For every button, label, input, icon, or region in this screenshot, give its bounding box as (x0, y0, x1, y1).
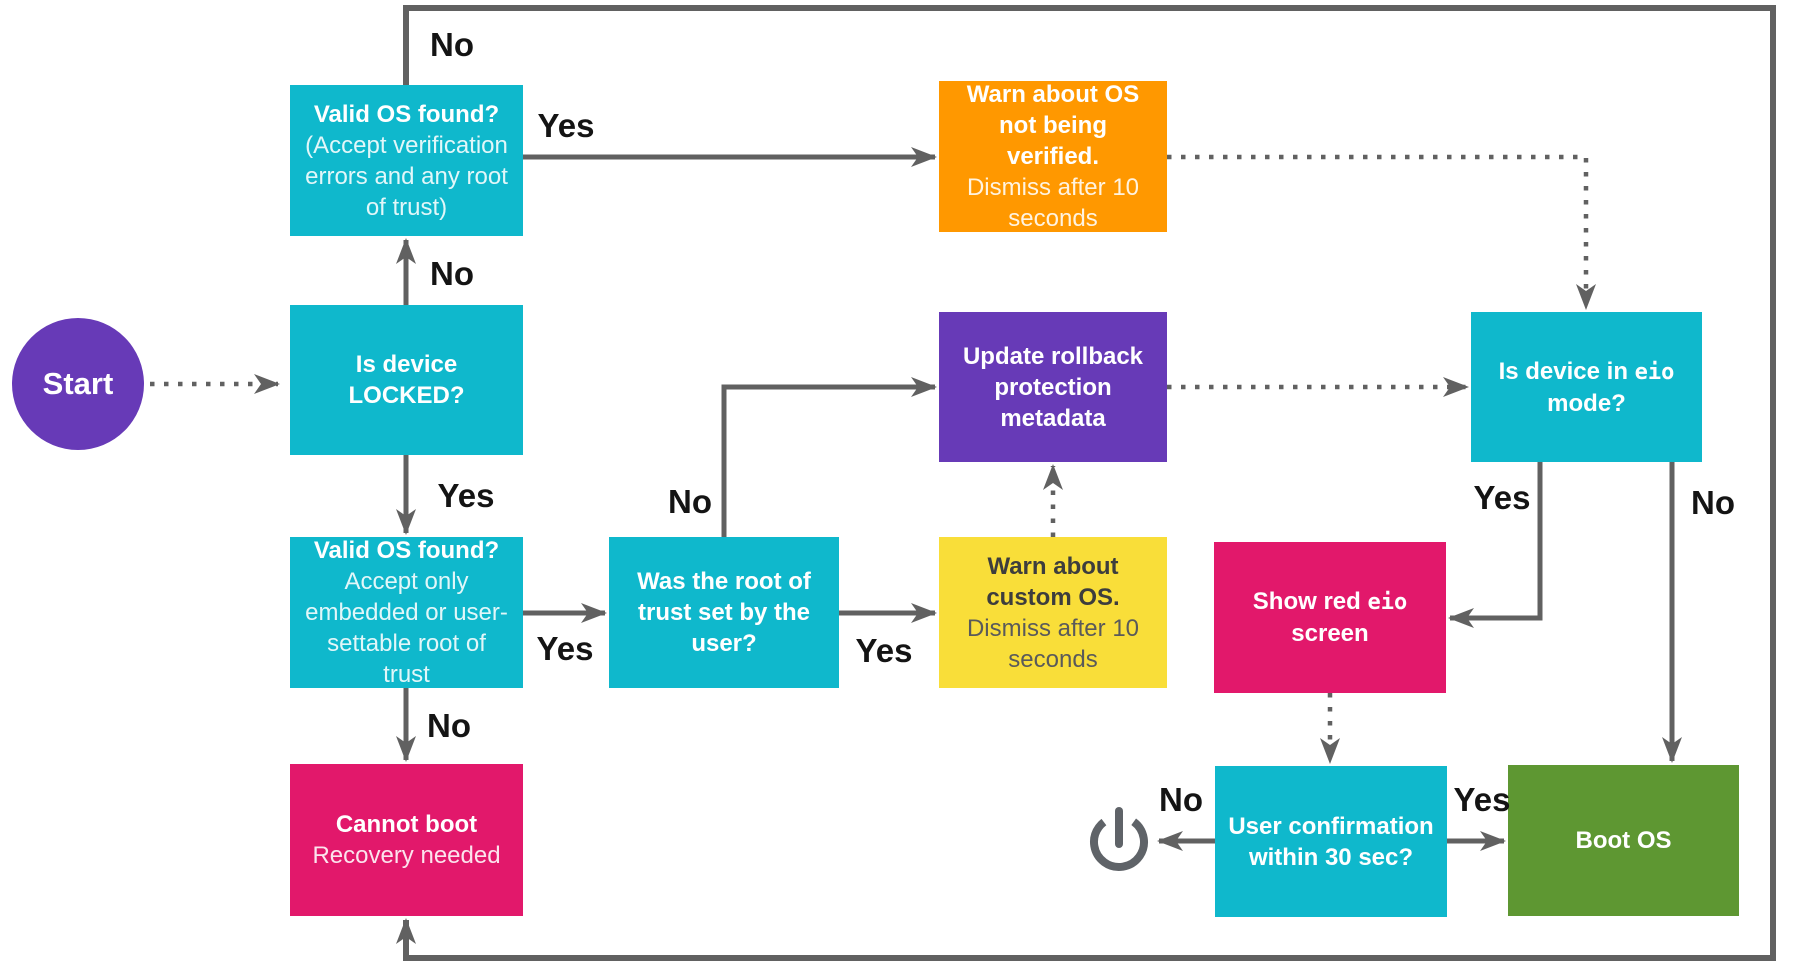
node-title: Warn about OS not being verified. (966, 81, 1140, 170)
label-no-confirm-power: No (1159, 781, 1203, 818)
node-title: User confirmation within 30 sec? (1228, 812, 1434, 871)
node-subtitle: (Accept verification errors and any root… (305, 131, 508, 221)
label-no-validos-loop: No (430, 26, 474, 63)
label-yes-validos2-root: Yes (536, 630, 594, 667)
label-no-root-rollback: No (668, 483, 712, 520)
node-subtitle: Accept only embedded or user-settable ro… (305, 568, 508, 688)
edge-root-no-to-rollback (721, 377, 937, 537)
node-root-of-trust-user: Was the root of trust set by the user? (609, 537, 839, 688)
node-title: Update rollback protection metadata (962, 342, 1144, 432)
label-yes-locked-validos2: Yes (437, 477, 495, 514)
node-title: Is device in eio mode? (1498, 357, 1675, 417)
node-warn-os-not-verified: Warn about OS not being verified. Dismis… (939, 81, 1167, 232)
node-subtitle: Recovery needed (312, 842, 501, 869)
node-update-rollback: Update rollback protection metadata (939, 312, 1167, 462)
edge-eio-yes-to-redscreen (1448, 462, 1543, 628)
label-yes-eio-redscreen: Yes (1473, 479, 1531, 516)
node-valid-os-any-root: Valid OS found? (Accept verification err… (290, 85, 523, 236)
node-title: Was the root of trust set by the user? (637, 568, 811, 657)
node-start-label: Start (42, 366, 114, 401)
node-title: Valid OS found? (313, 100, 500, 128)
node-warn-custom-os: Warn about custom OS. Dismiss after 10 s… (939, 537, 1167, 688)
label-yes-validos-warn: Yes (537, 107, 595, 144)
label-yes-root-warncustom: Yes (855, 632, 913, 669)
label-no-eio-bootos: No (1691, 484, 1735, 521)
eio-mono-text: eio (1634, 359, 1675, 385)
node-is-device-locked: Is device LOCKED? (290, 305, 523, 455)
node-title: Warn about custom OS. (986, 552, 1120, 611)
node-title: Valid OS found? (313, 537, 500, 564)
node-boot-os: Boot OS (1508, 765, 1739, 916)
node-title: Boot OS (1575, 827, 1672, 854)
eio-mono-text: eio (1367, 590, 1408, 615)
label-no-locked-validos: No (430, 255, 474, 292)
node-title: Show red eio screen (1252, 588, 1408, 647)
node-subtitle: Dismiss after 10 seconds (966, 174, 1140, 232)
edge-warn-to-eio (1167, 154, 1596, 310)
node-user-confirmation: User confirmation within 30 sec? (1215, 766, 1447, 917)
node-show-red-eio-screen: Show red eio screen (1214, 542, 1446, 693)
label-no-validos2-cannotboot: No (427, 707, 471, 744)
power-icon (1090, 807, 1148, 871)
node-title: Is device LOCKED? (348, 351, 465, 409)
edge-validos-no-loop-to-cannotboot (396, 5, 1776, 961)
node-start: Start (12, 318, 144, 450)
node-cannot-boot: Cannot boot Recovery needed (290, 764, 523, 916)
node-valid-os-embedded: Valid OS found? Accept only embedded or … (290, 537, 523, 688)
node-is-eio-mode: Is device in eio mode? (1471, 312, 1702, 462)
node-subtitle: Dismiss after 10 seconds (966, 614, 1140, 673)
label-yes-confirm-bootos: Yes (1453, 781, 1511, 818)
node-title: Cannot boot (335, 811, 478, 838)
